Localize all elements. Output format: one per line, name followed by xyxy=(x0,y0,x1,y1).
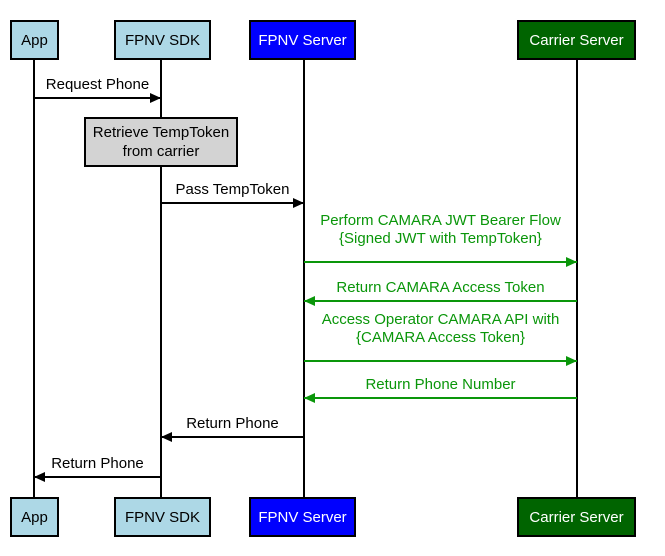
message-label-camara-jwt-flow: Perform CAMARA JWT Bearer Flow {Signed J… xyxy=(304,212,577,248)
actor-label: App xyxy=(21,508,48,526)
message-arrow-line xyxy=(34,97,161,99)
actor-label: FPNV SDK xyxy=(124,31,200,49)
message-arrow-line xyxy=(161,202,304,204)
arrowhead-right-icon xyxy=(293,198,304,208)
arrowhead-right-icon xyxy=(566,257,577,267)
actor-label: FPNV Server xyxy=(258,508,347,526)
message-label-access-camara-api: Access Operator CAMARA API with {CAMARA … xyxy=(304,311,577,347)
actor-label: FPNV SDK xyxy=(124,508,200,526)
note-line: from carrier xyxy=(122,143,200,160)
actor-bottom-app: App xyxy=(10,497,59,537)
actor-label: Carrier Server xyxy=(529,508,624,526)
actor-label: App xyxy=(21,31,48,49)
message-arrow-line xyxy=(34,476,161,478)
note-line: Retrieve TempToken xyxy=(92,124,230,141)
message-label-line: {Signed JWT with TempToken} xyxy=(339,230,542,247)
lifeline-fpnv-sdk xyxy=(160,58,162,498)
lifeline-carrier-server xyxy=(576,58,578,498)
message-arrow-line xyxy=(304,397,577,399)
actor-label: FPNV Server xyxy=(258,31,347,49)
message-label-return-phone: Return Phone xyxy=(186,415,279,432)
message-arrow-line xyxy=(161,436,304,438)
message-label-line: Access Operator CAMARA API with xyxy=(321,311,560,328)
actor-top-fpnv-server: FPNV Server xyxy=(249,20,356,60)
message-label-pass-temptoken: Pass TempToken xyxy=(175,181,290,198)
lifeline-app xyxy=(33,58,35,498)
arrowhead-left-icon xyxy=(34,472,45,482)
actor-top-app: App xyxy=(10,20,59,60)
actor-top-carrier-server: Carrier Server xyxy=(517,20,636,60)
lifeline-fpnv-server xyxy=(303,58,305,498)
actor-bottom-fpnv-server: FPNV Server xyxy=(249,497,356,537)
message-label-line: {CAMARA Access Token} xyxy=(356,329,525,346)
arrowhead-left-icon xyxy=(304,296,315,306)
message-arrow-line xyxy=(304,360,577,362)
message-arrow-line xyxy=(304,300,577,302)
message-arrow-line xyxy=(304,261,577,263)
actor-top-fpnv-sdk: FPNV SDK xyxy=(114,20,211,60)
message-label-return-phone-number: Return Phone Number xyxy=(365,376,516,393)
actor-label: Carrier Server xyxy=(529,31,624,49)
actor-bottom-carrier-server: Carrier Server xyxy=(517,497,636,537)
arrowhead-right-icon xyxy=(150,93,161,103)
message-label-request-phone: Request Phone xyxy=(45,76,150,93)
arrowhead-left-icon xyxy=(161,432,172,442)
arrowhead-right-icon xyxy=(566,356,577,366)
note-retrieve-temptoken: Retrieve TempToken from carrier xyxy=(84,117,238,167)
actor-bottom-fpnv-sdk: FPNV SDK xyxy=(114,497,211,537)
message-label-line: Perform CAMARA JWT Bearer Flow xyxy=(320,212,561,229)
message-label-return-access-token: Return CAMARA Access Token xyxy=(336,279,545,296)
arrowhead-left-icon xyxy=(304,393,315,403)
message-label-return-phone: Return Phone xyxy=(51,455,144,472)
